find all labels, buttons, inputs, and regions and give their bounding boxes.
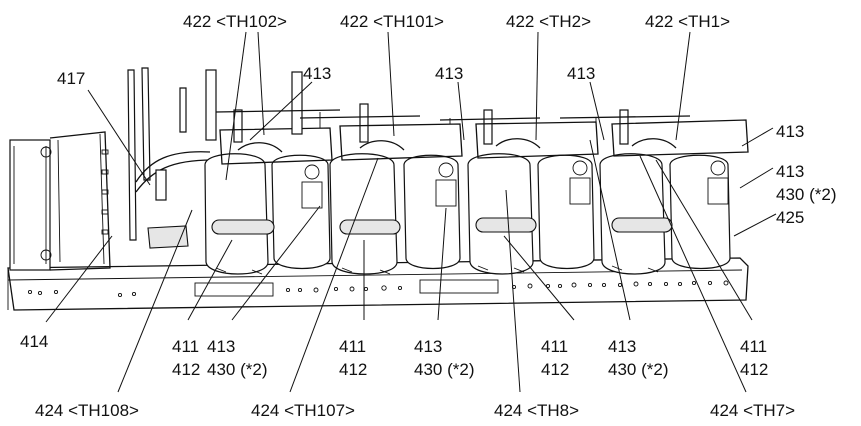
compressor-module-3	[467, 109, 599, 275]
callout-417: 417	[57, 69, 85, 88]
callout-430-bottom-1: 430 (*2)	[207, 360, 267, 379]
compressor-group	[204, 69, 749, 275]
callout-411-1: 411	[172, 337, 199, 356]
left-riser-pipes	[127, 67, 213, 249]
callout-422-th1: 422 <TH1>	[645, 12, 730, 31]
callout-424-th107: 424 <TH107>	[251, 401, 355, 420]
callout-412-2: 412	[339, 360, 367, 379]
callout-414: 414	[20, 332, 48, 351]
callout-413-bottom-2: 413	[414, 337, 442, 356]
callout-430-bottom-2: 430 (*2)	[414, 360, 474, 379]
callout-413-bottom-1: 413	[207, 337, 235, 356]
callout-411-2: 411	[339, 337, 366, 356]
compressor-module-2	[291, 71, 463, 275]
callout-424-th7: 424 <TH7>	[710, 401, 795, 420]
callout-412-1: 412	[172, 360, 200, 379]
callout-412-3: 412	[541, 360, 569, 379]
callout-422-th2: 422 <TH2>	[506, 12, 591, 31]
callout-413-right-2: 413	[776, 162, 804, 181]
compressor-module-1	[204, 69, 333, 275]
callout-424-th108: 424 <TH108>	[35, 401, 139, 420]
callout-411-4: 411	[740, 337, 767, 356]
callout-413-top-c: 413	[567, 64, 595, 83]
callout-425: 425	[776, 208, 804, 227]
callout-422-th102: 422 <TH102>	[183, 12, 287, 31]
callout-430-bottom-3: 430 (*2)	[608, 360, 668, 379]
callout-412-4: 412	[740, 360, 768, 379]
leader-lines	[45, 31, 777, 393]
callout-413-top-b: 413	[435, 64, 463, 83]
callout-413-top-a: 413	[303, 64, 331, 83]
callout-413-right-1: 413	[776, 122, 804, 141]
callout-labels: 422 <TH102> 422 <TH101> 422 <TH2> 422 <T…	[20, 12, 836, 420]
equipment-illustration	[7, 67, 749, 311]
callout-430-right: 430 (*2)	[776, 185, 836, 204]
callout-424-th8: 424 <TH8>	[494, 401, 579, 420]
callout-411-3: 411	[541, 337, 568, 356]
callout-422-th101: 422 <TH101>	[340, 12, 444, 31]
callout-413-bottom-3: 413	[608, 337, 636, 356]
compressor-module-4	[599, 109, 749, 275]
left-heat-exchanger	[9, 131, 111, 271]
